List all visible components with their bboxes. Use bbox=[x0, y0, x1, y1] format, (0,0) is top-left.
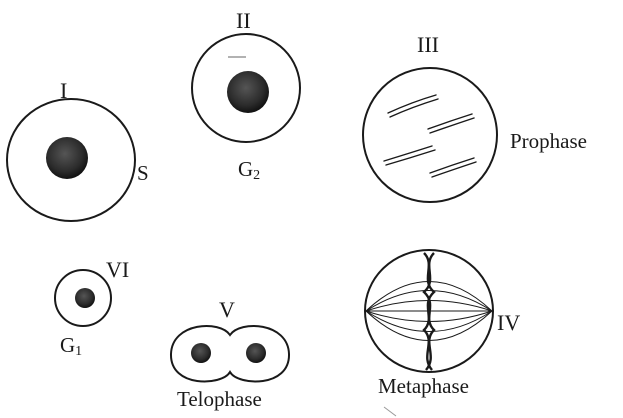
cell-ii-stage-letter: G bbox=[238, 157, 253, 181]
cell-ii-number: II bbox=[236, 8, 251, 33]
chromosome bbox=[388, 95, 438, 117]
scan-artifact bbox=[384, 407, 396, 416]
cell-v-phase-label: Telophase bbox=[177, 387, 262, 411]
cell-vi-stage-letter: G bbox=[60, 333, 75, 357]
cell-vi: VI G1 bbox=[55, 257, 129, 359]
cell-i-stage-label: S bbox=[137, 161, 149, 185]
cell-v-membrane bbox=[171, 326, 289, 382]
cell-iv: IV Metaphase bbox=[365, 250, 520, 398]
cell-ii-nucleus bbox=[227, 71, 269, 113]
cell-iii: III Prophase bbox=[363, 32, 587, 202]
cell-iv-phase-label: Metaphase bbox=[378, 374, 469, 398]
cell-ii: II G2 bbox=[192, 8, 300, 183]
cell-vi-stage-subscript: 1 bbox=[75, 344, 82, 359]
chromosome bbox=[384, 146, 435, 165]
cell-v-nucleus-right bbox=[246, 343, 266, 363]
cell-iii-membrane bbox=[363, 68, 497, 202]
cell-v: V Telophase bbox=[171, 297, 289, 411]
cell-i-nucleus bbox=[46, 137, 88, 179]
chromosome bbox=[428, 114, 474, 133]
cell-i: I S bbox=[7, 78, 149, 221]
cell-i-number: I bbox=[60, 78, 67, 103]
cell-vi-number: VI bbox=[106, 257, 129, 282]
cell-v-nucleus-left bbox=[191, 343, 211, 363]
cell-iii-number: III bbox=[417, 32, 439, 57]
cell-vi-stage-label: G1 bbox=[60, 333, 82, 359]
cell-iii-phase-label: Prophase bbox=[510, 129, 587, 153]
chromosome bbox=[430, 158, 476, 177]
cell-iv-number: IV bbox=[497, 310, 520, 335]
chromosomes bbox=[384, 95, 476, 177]
cell-ii-stage-subscript: 2 bbox=[253, 168, 260, 183]
cell-vi-nucleus bbox=[75, 288, 95, 308]
cell-ii-stage-label: G2 bbox=[238, 157, 260, 183]
cell-v-number: V bbox=[219, 297, 235, 322]
